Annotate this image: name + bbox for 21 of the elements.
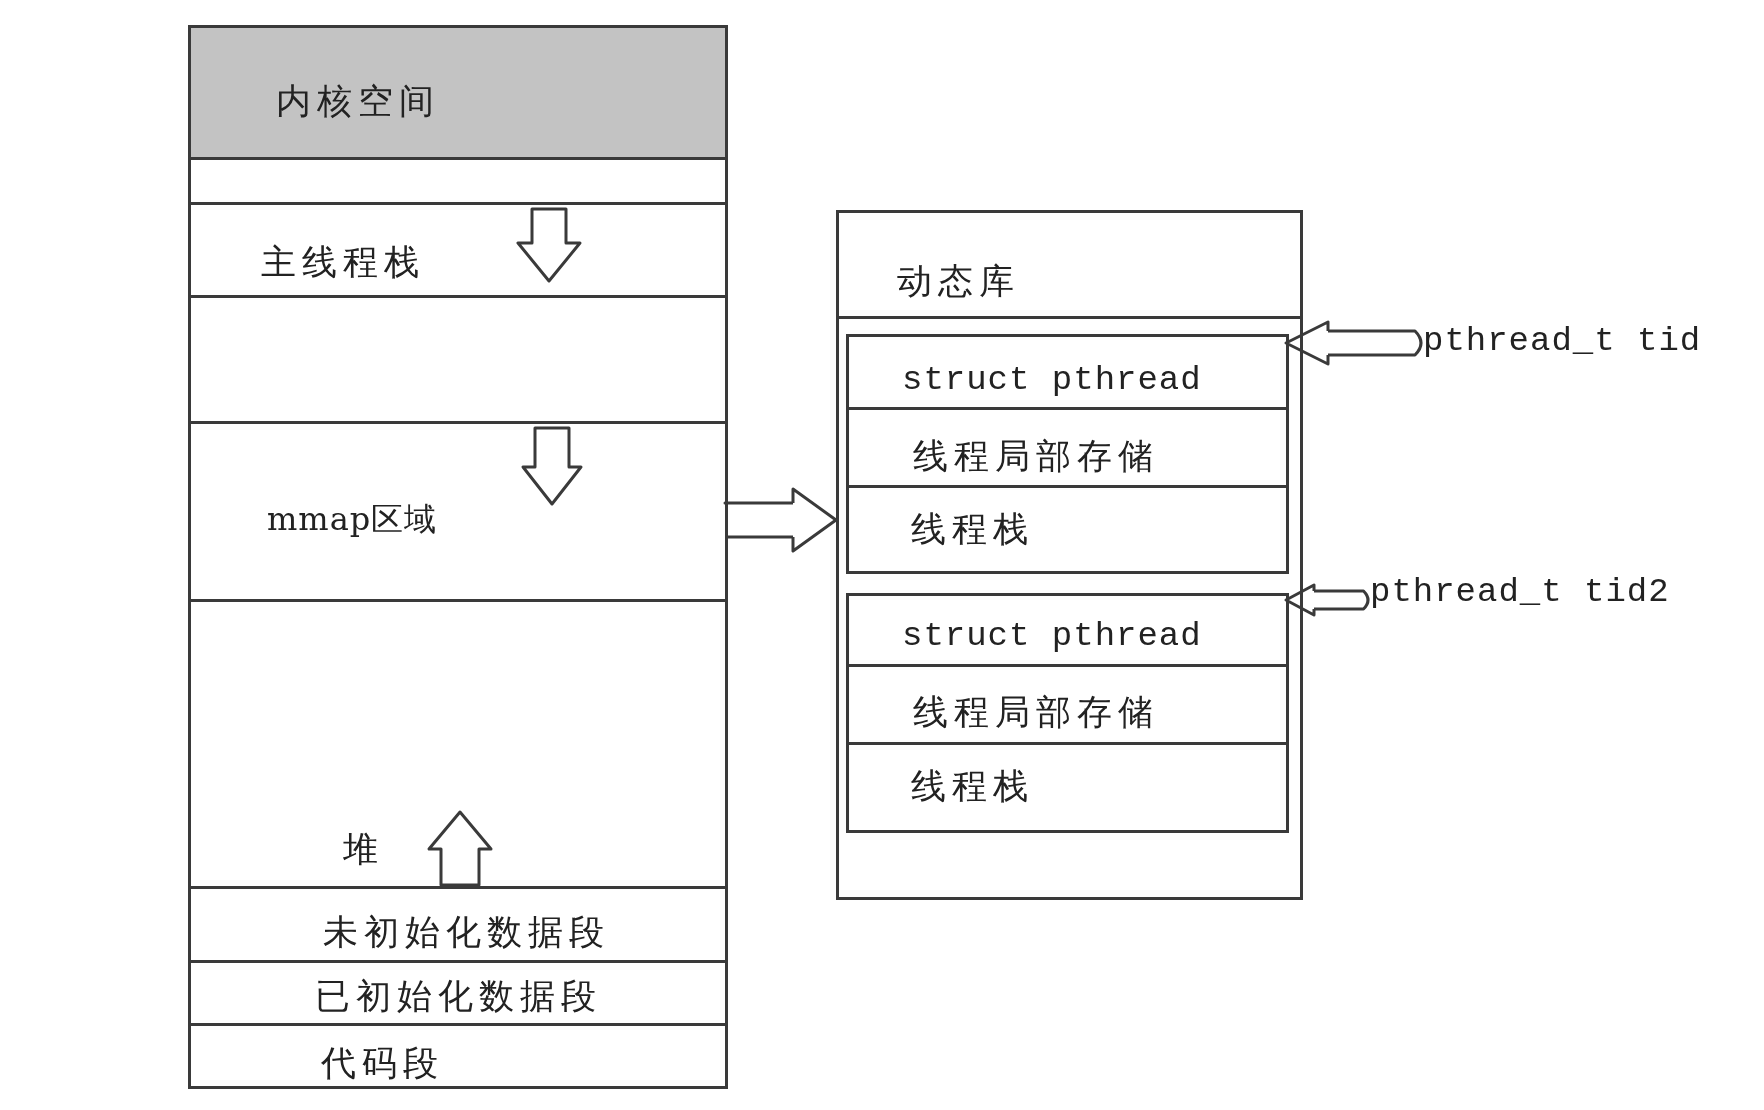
memory-segment <box>191 28 725 160</box>
segment-label: 内核空间 <box>276 81 440 121</box>
memory-column <box>188 25 728 1089</box>
variable-label: pthread_t tid <box>1423 321 1702 361</box>
segment-label: mmap区域 <box>267 499 438 539</box>
variable-label: pthread_t tid2 <box>1370 572 1670 612</box>
thread-block <box>846 593 1289 833</box>
row-label: struct pthread <box>902 616 1202 656</box>
segment-label: 代码段 <box>321 1043 444 1083</box>
segment-label: 已初始化数据段 <box>315 976 602 1016</box>
row-label: 线程局部存储 <box>913 436 1159 476</box>
row-label: 线程局部存储 <box>913 692 1159 732</box>
row-label: 线程栈 <box>911 766 1034 806</box>
row-label: 线程栈 <box>911 509 1034 549</box>
segment-label: 主线程栈 <box>261 242 425 282</box>
thread-block <box>846 334 1289 574</box>
box-heading: 动态库 <box>897 261 1020 301</box>
row-label: struct pthread <box>902 360 1202 400</box>
library-box <box>836 210 1303 900</box>
segment-label: 未初始化数据段 <box>323 912 610 952</box>
segment-label: 堆 <box>343 829 384 869</box>
